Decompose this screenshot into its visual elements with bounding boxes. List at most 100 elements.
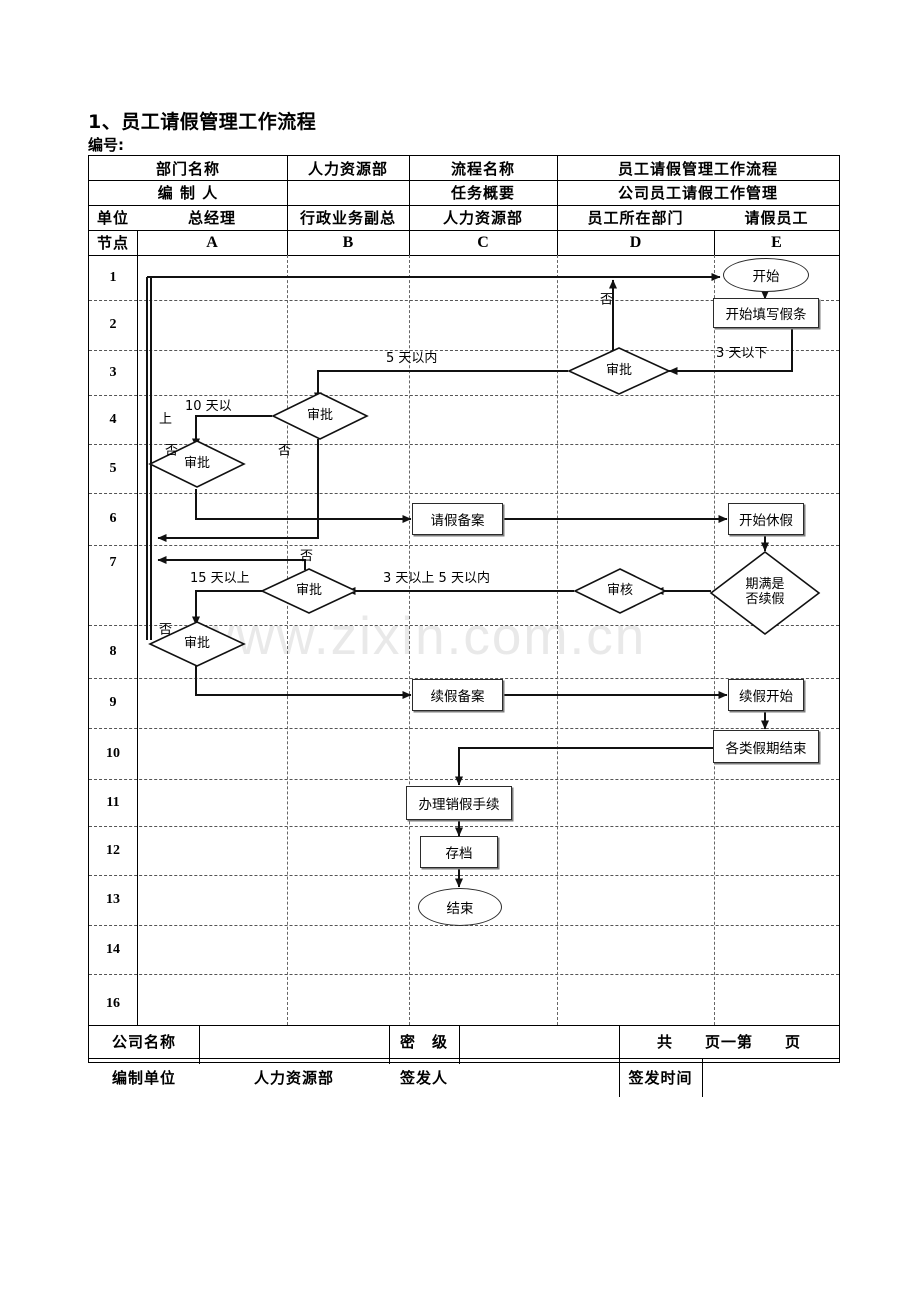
footer-divider-5 xyxy=(619,1058,620,1097)
row-rule-8 xyxy=(89,678,839,679)
header-process-label: 流程名称 xyxy=(450,159,515,178)
row-number: 8 xyxy=(109,643,117,659)
lane-divider-c xyxy=(557,255,558,1025)
node-leave-record[interactable]: 请假备案 xyxy=(412,503,503,535)
lane-divider-b xyxy=(409,255,410,1025)
row-number: 11 xyxy=(106,794,120,810)
document-number-label: 编号: xyxy=(88,136,124,154)
node-archive[interactable]: 存档 xyxy=(420,836,498,868)
header-node-e: E xyxy=(771,233,782,251)
lane-divider-a xyxy=(287,255,288,1025)
node-approve-d[interactable]: 审批 xyxy=(567,347,671,395)
node-leave-cancel-process[interactable]: 办理销假手续 xyxy=(406,786,512,820)
node-all-leave-end[interactable]: 各类假期结束 xyxy=(713,730,819,763)
row-number: 10 xyxy=(106,745,120,761)
footer-signtime-label: 签发时间 xyxy=(628,1069,693,1087)
footer-divider-6 xyxy=(702,1058,703,1097)
node-start-leave[interactable]: 开始休假 xyxy=(728,503,804,535)
row-number: 13 xyxy=(106,892,120,907)
edge-label-no-3: 否 xyxy=(275,443,290,456)
header-divider-2 xyxy=(409,156,410,255)
row-rule-5 xyxy=(89,493,839,494)
row-number: 4 xyxy=(109,411,117,427)
header-divider-3 xyxy=(557,156,558,255)
header-lane-c: 人力资源部 xyxy=(442,209,523,227)
header-rule-3 xyxy=(89,230,839,231)
row-number: 6 xyxy=(109,511,117,526)
row-rule-2 xyxy=(89,350,839,351)
row-number: 12 xyxy=(106,842,120,858)
node-approve-b2[interactable]: 审批 xyxy=(260,568,358,614)
footer-preparer-value[interactable]: 人力资源部 xyxy=(253,1069,334,1087)
header-author-label: 编 制 人 xyxy=(157,184,219,202)
row-rule-11 xyxy=(89,826,839,827)
row-number: 14 xyxy=(106,941,120,957)
lane-divider-d xyxy=(714,255,715,1025)
node-start[interactable]: 开始 xyxy=(723,258,809,292)
row-rule-14 xyxy=(89,974,839,975)
node-end[interactable]: 结束 xyxy=(418,888,502,926)
header-dept-label: 部门名称 xyxy=(155,159,220,178)
footer-divider-2 xyxy=(389,1025,390,1064)
watermark: www.zixin.com.cn xyxy=(196,607,647,666)
header-rule-1 xyxy=(89,180,839,181)
header-summary-label: 任务概要 xyxy=(450,184,515,202)
footer-divider-4 xyxy=(619,1025,620,1058)
row-rule-12 xyxy=(89,875,839,876)
row-rule-6 xyxy=(89,545,839,546)
row-rule-1 xyxy=(89,300,839,301)
page-title: 1、员工请假管理工作流程 xyxy=(88,111,317,133)
edge-label-10-days-2: 上 xyxy=(159,412,173,427)
edge-label-no-2: 否 xyxy=(162,443,177,456)
header-dept-value: 人力资源部 xyxy=(307,159,388,178)
row-number: 3 xyxy=(109,364,117,380)
header-divider-4 xyxy=(714,230,715,255)
row-rule-9 xyxy=(89,728,839,729)
node-extend-record[interactable]: 续假备案 xyxy=(412,679,503,711)
edge-label-5-days: 5 天以内 xyxy=(386,351,438,366)
node-fill-leave-form[interactable]: 开始填写假条 xyxy=(713,298,819,328)
footer-pages-label: 共 页一第 页 xyxy=(656,1033,801,1051)
node-approve-b[interactable]: 审批 xyxy=(271,392,369,440)
row-rule-10 xyxy=(89,779,839,780)
row-rule-3 xyxy=(89,395,839,396)
header-rule-2 xyxy=(89,205,839,206)
footer-signer-label: 签发人 xyxy=(399,1069,448,1087)
header-node-b: B xyxy=(342,233,354,251)
edge-label-no-1: 否 xyxy=(597,292,612,305)
row-number: 2 xyxy=(109,317,117,332)
header-lane-d: 员工所在部门 xyxy=(587,209,684,227)
edge-label-no-5: 否 xyxy=(156,622,171,635)
footer-divider-3 xyxy=(459,1025,460,1064)
row-number: 7 xyxy=(109,555,117,570)
header-process-value: 员工请假管理工作流程 xyxy=(617,159,778,178)
node-review-d[interactable]: 审核 xyxy=(573,568,667,614)
header-unit-label: 单位 xyxy=(96,209,129,227)
row-number: 1 xyxy=(109,269,117,285)
footer-company-label: 公司名称 xyxy=(111,1033,176,1051)
row-number: 5 xyxy=(109,460,117,476)
row-rule-4 xyxy=(89,444,839,445)
header-lane-e: 请假员工 xyxy=(744,209,809,227)
header-node-d: D xyxy=(629,233,642,251)
header-divider-1 xyxy=(287,156,288,255)
header-node-c: C xyxy=(477,233,489,251)
row-number: 16 xyxy=(106,995,120,1011)
rownum-divider xyxy=(137,230,138,1025)
row-number: 9 xyxy=(109,695,117,710)
edge-label-no-4: 否 xyxy=(300,549,314,564)
header-node-a: A xyxy=(206,233,218,251)
footer-secrecy-label: 密 级 xyxy=(399,1033,448,1051)
footer-rule-1 xyxy=(89,1025,839,1026)
edge-label-3-days: 3 天以下 xyxy=(716,346,768,361)
edge-label-15-days: 15 天以上 xyxy=(190,571,250,586)
node-extend-start[interactable]: 续假开始 xyxy=(728,679,804,711)
header-lane-b: 行政业务副总 xyxy=(299,209,396,227)
row-rule-7 xyxy=(89,625,839,626)
node-extend-decision[interactable]: 期满是 否续假 xyxy=(709,550,821,636)
header-lane-a: 总经理 xyxy=(187,209,236,227)
header-summary-value: 公司员工请假工作管理 xyxy=(617,184,778,202)
header-node-label: 节点 xyxy=(96,234,129,252)
